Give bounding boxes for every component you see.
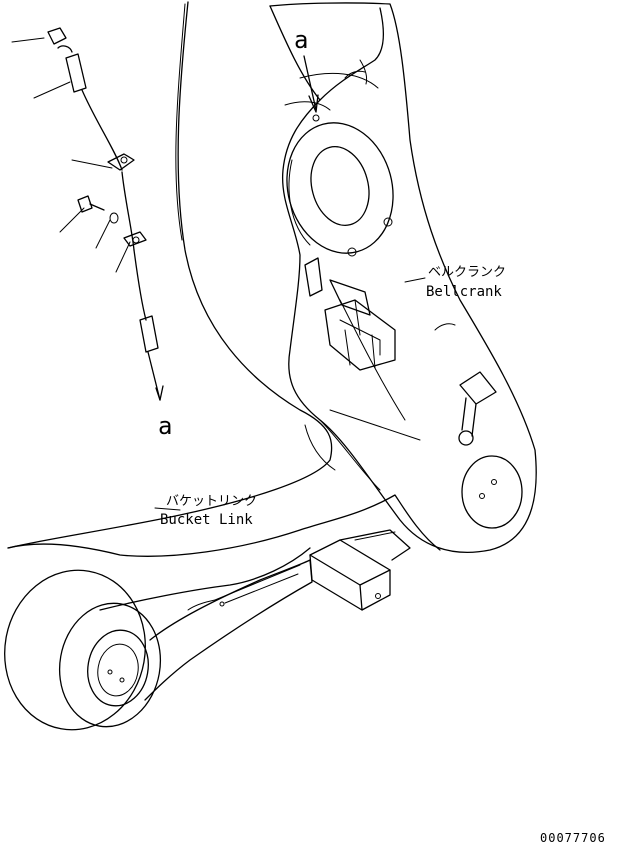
limit-switch-bracket	[458, 371, 497, 446]
leader-lines	[11, 37, 131, 273]
bucket-link-label-jp: バケットリンク	[166, 494, 257, 509]
bellcrank-upper-boss	[286, 122, 394, 254]
bucket-link-leader	[154, 507, 181, 511]
sensor-block	[309, 529, 411, 611]
callout-letter-a-bottom: a	[158, 412, 172, 440]
bellcrank-label-en: Bellcrank	[426, 284, 502, 300]
bellcrank-leader	[404, 277, 426, 283]
drawing-number: 00077706	[540, 831, 606, 845]
link-plate	[144, 559, 313, 701]
bucket-link-label-en: Bucket Link	[160, 512, 253, 528]
callout-letter-a-top: a	[294, 26, 308, 54]
bellcrank-label-jp: ベルクランク	[428, 265, 506, 280]
bucket-link-pin-boss	[4, 569, 162, 731]
bellcrank-lower-boss	[461, 455, 523, 529]
lift-arm-outline	[7, 1, 333, 549]
bellcrank-bolt-heads	[312, 114, 393, 257]
bellcrank-bracket	[304, 257, 396, 371]
callout-arrow-top	[303, 55, 319, 113]
cable-assembly	[47, 27, 164, 401]
bucket-link	[7, 419, 441, 611]
